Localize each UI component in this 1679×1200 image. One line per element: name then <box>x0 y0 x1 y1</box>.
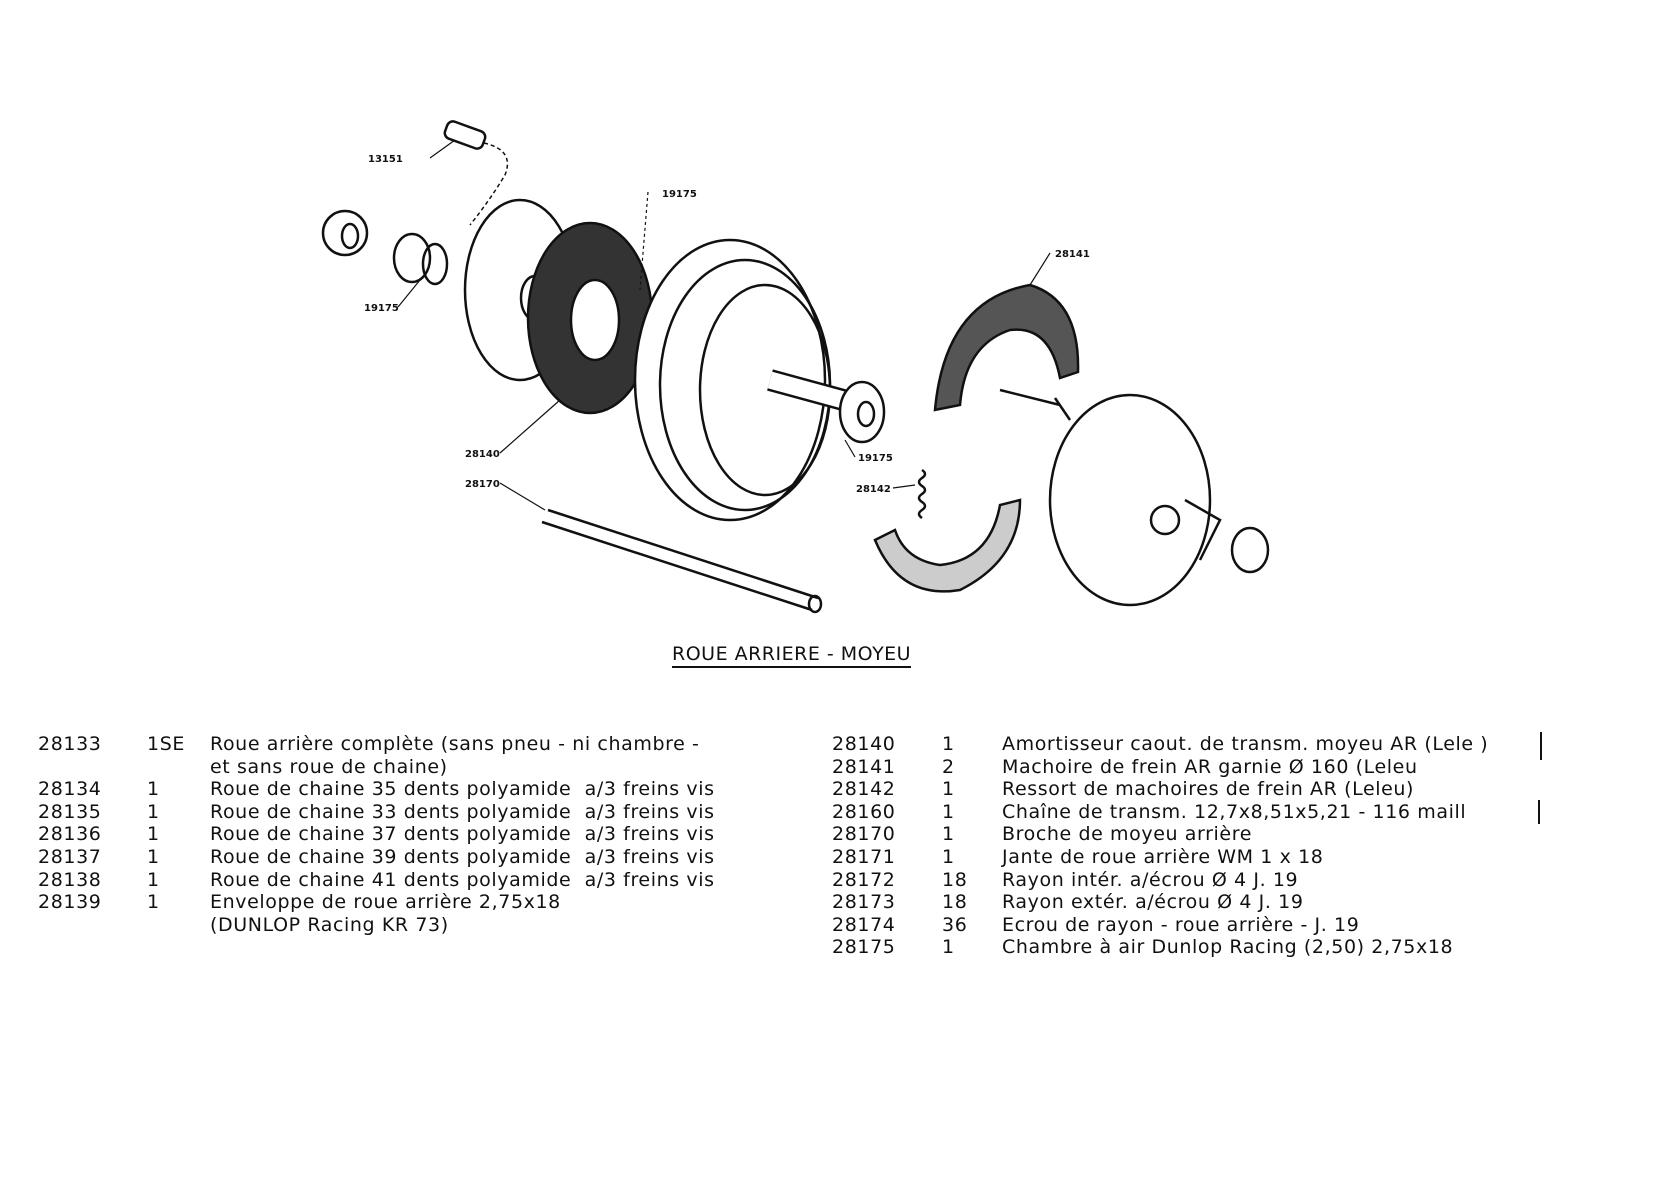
part-quantity: 1 <box>942 846 955 868</box>
callout-28141: 28141 <box>1055 249 1090 260</box>
part-quantity: 36 <box>942 913 968 936</box>
part-number: 28134 <box>38 778 102 801</box>
part-number: 28141 <box>832 755 896 778</box>
part-description: Roue de chaine 41 dents polyamide a/3 fr… <box>210 868 715 891</box>
part-quantity: 1 <box>942 800 955 823</box>
cush-drive-rubber-28140 <box>526 221 654 415</box>
callout-28170: 28170 <box>465 479 500 490</box>
spring-28142 <box>917 468 927 520</box>
part-number: 28140 <box>832 733 896 755</box>
part-quantity: 2 <box>942 755 955 778</box>
brake-shoe-lower <box>873 498 1022 593</box>
part-number: 28173 <box>832 891 896 914</box>
spindle-28170 <box>541 508 823 614</box>
part-number: 28172 <box>832 868 896 891</box>
part-description: Machoire de frein AR garnie Ø 160 (Leleu <box>1002 755 1418 778</box>
part-number: 28139 <box>38 891 102 914</box>
part-description: Chaîne de transm. 12,7x8,51x5,21 - 116 m… <box>1002 800 1467 823</box>
part-quantity: 18 <box>942 868 968 891</box>
part-number: 28160 <box>832 800 896 823</box>
part-description-cont: et sans roue de chaine) <box>210 755 448 778</box>
part-number: 28170 <box>832 823 896 846</box>
bolt-13151 <box>443 120 509 226</box>
part-number: 28174 <box>832 913 896 936</box>
part-quantity: 1 <box>942 823 955 846</box>
part-number: 28133 <box>38 733 102 755</box>
hub <box>633 238 886 522</box>
callout-28142: 28142 <box>856 484 891 495</box>
part-description: Amortisseur caout. de transm. moyeu AR (… <box>1002 733 1489 755</box>
callout-19175-left: 19175 <box>364 303 399 314</box>
part-description: Roue de chaine 33 dents polyamide a/3 fr… <box>210 800 715 823</box>
part-description: Ecrou de rayon - roue arrière - J. 19 <box>1002 913 1360 936</box>
part-description: Roue arrière complète (sans pneu - ni ch… <box>210 733 700 755</box>
callout-28140: 28140 <box>465 449 500 460</box>
part-description: Chambre à air Dunlop Racing (2,50) 2,75x… <box>1002 936 1454 959</box>
margin-bracket <box>1538 800 1540 824</box>
part-description: Broche de moyeu arrière <box>1002 823 1252 846</box>
part-description: Roue de chaine 37 dents polyamide a/3 fr… <box>210 823 715 846</box>
part-number: 28171 <box>832 846 896 868</box>
part-quantity: 18 <box>942 891 968 914</box>
part-quantity: 1 <box>942 936 955 959</box>
callout-19175-right: 19175 <box>858 453 893 464</box>
part-quantity: 1 <box>942 778 955 801</box>
section-title: ROUE ARRIERE - MOYEU <box>672 642 912 668</box>
spacer-nut <box>321 209 449 286</box>
part-quantity: 1 <box>147 800 160 823</box>
part-description: Rayon intér. a/écrou Ø 4 J. 19 <box>1002 868 1299 891</box>
part-quantity: 1 <box>147 868 160 891</box>
part-number: 28135 <box>38 800 102 823</box>
margin-bracket <box>1540 732 1542 760</box>
part-description: Enveloppe de roue arrière 2,75x18 <box>210 891 561 914</box>
part-quantity: 1 <box>147 823 160 846</box>
brake-plate <box>1048 393 1270 607</box>
part-quantity: 1 <box>147 778 160 801</box>
brake-cam <box>999 388 1072 421</box>
callout-19175-top: 19175 <box>662 189 697 200</box>
part-quantity: 1 <box>147 891 160 914</box>
part-number: 28136 <box>38 823 102 846</box>
part-number: 28175 <box>832 936 896 959</box>
part-quantity: 1SE <box>147 733 185 755</box>
part-number: 28142 <box>832 778 896 801</box>
brake-shoe-upper-28141 <box>933 283 1080 412</box>
part-number: 28137 <box>38 846 102 868</box>
part-description: Rayon extér. a/écrou Ø 4 J. 19 <box>1002 891 1304 914</box>
part-number: 28138 <box>38 868 102 891</box>
part-description-cont: (DUNLOP Racing KR 73) <box>210 913 449 936</box>
part-description: Roue de chaine 35 dents polyamide a/3 fr… <box>210 778 715 801</box>
part-description: Ressort de machoires de frein AR (Leleu) <box>1002 778 1415 801</box>
part-description: Roue de chaine 39 dents polyamide a/3 fr… <box>210 846 715 868</box>
exploded-hub-drawing: 13151 19175 19175 28141 28140 19175 2817… <box>321 120 1270 614</box>
part-description: Jante de roue arrière WM 1 x 18 <box>1002 846 1324 868</box>
part-quantity: 1 <box>942 733 955 755</box>
callout-13151: 13151 <box>368 154 403 165</box>
part-quantity: 1 <box>147 846 160 868</box>
